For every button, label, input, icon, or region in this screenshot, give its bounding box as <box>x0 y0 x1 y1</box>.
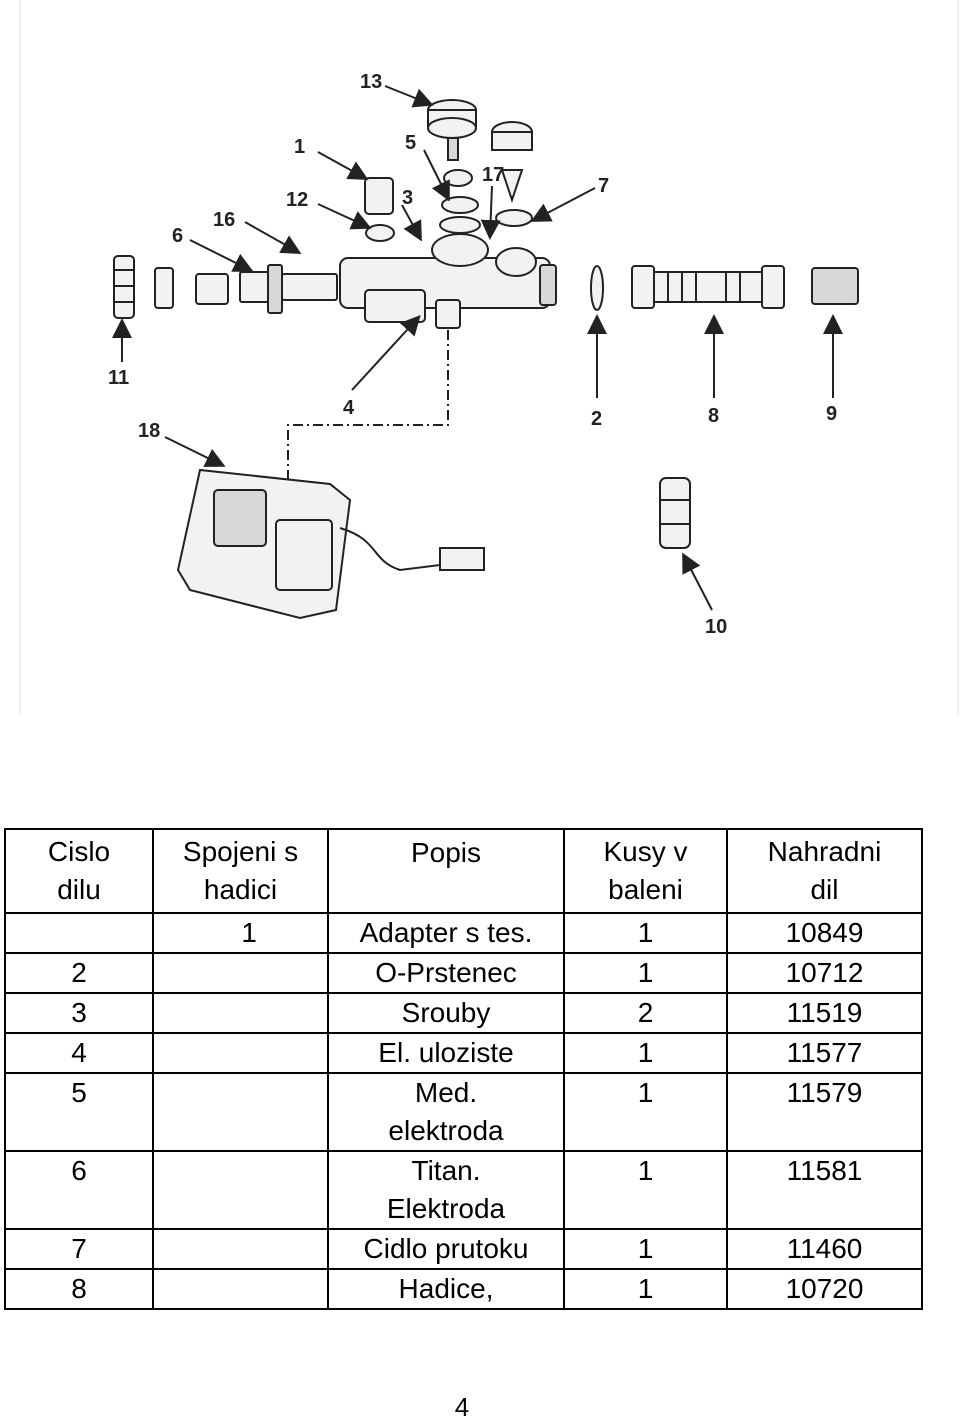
cell-kusy: 1 <box>563 952 728 994</box>
cell-dil: 11460 <box>726 1228 923 1270</box>
part-1-shape <box>364 177 394 215</box>
cell-popis: El. uloziste <box>327 1032 565 1074</box>
part-6-shape <box>195 273 229 305</box>
cell-popis: Titan. Elektroda <box>327 1150 565 1230</box>
callout-2: 2 <box>591 408 602 430</box>
callout-7: 7 <box>598 175 609 197</box>
cell-popis: Med. elektroda <box>327 1072 565 1152</box>
part-10-shape <box>659 477 691 549</box>
cell-spojeni <box>152 1032 329 1074</box>
header-nahradni-dil: Nahradni dil <box>726 828 923 914</box>
callout-4: 4 <box>343 397 355 419</box>
cell-cislo: 8 <box>4 1268 154 1310</box>
cell-cislo: 3 <box>4 992 154 1034</box>
callout-13: 13 <box>360 71 382 93</box>
exploded-parts-diagram: 13 1 5 17 7 12 3 16 6 11 4 2 8 9 18 10 <box>19 0 959 715</box>
cell-popis: Adapter s tes. <box>327 912 565 954</box>
part-2-shape <box>590 265 604 311</box>
callout-10: 10 <box>705 616 727 638</box>
callout-12: 12 <box>286 189 308 211</box>
cell-kusy: 1 <box>563 1072 728 1152</box>
table-row: 7 Cidlo prutoku 1 11460 <box>4 1228 923 1270</box>
cell-popis: Cidlo prutoku <box>327 1228 565 1270</box>
callout-11: 11 <box>108 367 129 389</box>
table-row: 3 Srouby 2 11519 <box>4 992 923 1034</box>
table-row: 8 Hadice, 1 10720 <box>4 1268 923 1310</box>
cell-cislo: 6 <box>4 1150 154 1230</box>
part-8-shape <box>631 265 785 309</box>
part-12-shape <box>365 224 395 242</box>
cell-spojeni <box>152 952 329 994</box>
callout-arrows <box>112 85 843 611</box>
header-cislo-dilu: Cislo dilu <box>4 828 154 914</box>
callout-18: 18 <box>138 420 160 442</box>
cell-dil: 11579 <box>726 1072 923 1152</box>
cell-cislo: 7 <box>4 1228 154 1270</box>
callout-17: 17 <box>482 164 504 186</box>
header-spojeni-s-hadici: Spojeni s hadici <box>152 828 329 914</box>
cell-spojeni <box>152 1150 329 1230</box>
table-header-row: Cislo dilu Spojeni s hadici Popis Kusy v… <box>4 828 923 914</box>
parts-table: Cislo dilu Spojeni s hadici Popis Kusy v… <box>4 828 923 1310</box>
cell-spojeni: 1 <box>152 912 329 954</box>
callout-3: 3 <box>402 187 413 209</box>
part-5-shape <box>439 169 481 234</box>
header-kusy-v-baleni: Kusy v baleni <box>563 828 728 914</box>
part-16-shape <box>239 264 338 314</box>
cell-spojeni <box>152 992 329 1034</box>
table-row: 2 O-Prstenec 1 10712 <box>4 952 923 994</box>
cell-popis: Hadice, <box>327 1268 565 1310</box>
header-popis: Popis <box>327 828 565 914</box>
cell-dil: 11577 <box>726 1032 923 1074</box>
cell-dil: 11581 <box>726 1150 923 1230</box>
page-number: 4 <box>454 1392 470 1422</box>
callout-5: 5 <box>405 132 416 154</box>
callout-6: 6 <box>172 225 183 247</box>
cell-cislo: 4 <box>4 1032 154 1074</box>
cell-spojeni <box>152 1268 329 1310</box>
cell-kusy: 1 <box>563 1228 728 1270</box>
part-9-shape <box>811 267 859 305</box>
table-row: 5 Med. elektroda 1 11579 <box>4 1072 923 1152</box>
part-18-control-box-shape <box>176 468 485 620</box>
cell-spojeni <box>152 1072 329 1152</box>
fitting-shape <box>154 267 174 309</box>
cell-dil: 10712 <box>726 952 923 994</box>
cell-dil: 10720 <box>726 1268 923 1310</box>
cell-cislo: 5 <box>4 1072 154 1152</box>
cell-kusy: 1 <box>563 912 728 954</box>
cell-cislo <box>4 912 154 954</box>
cell-kusy: 2 <box>563 992 728 1034</box>
part-13-shape <box>427 99 477 161</box>
callout-16: 16 <box>213 209 235 231</box>
cell-dil: 11519 <box>726 992 923 1034</box>
cell-cislo: 2 <box>4 952 154 994</box>
valve-body-shape <box>339 233 557 329</box>
cell-popis: O-Prstenec <box>327 952 565 994</box>
callout-9: 9 <box>826 403 837 425</box>
table-row: 1 Adapter s tes. 1 10849 <box>4 912 923 954</box>
table-row: 6 Titan. Elektroda 1 11581 <box>4 1150 923 1230</box>
cell-kusy: 1 <box>563 1268 728 1310</box>
cell-dil: 10849 <box>726 912 923 954</box>
table-row: 4 El. uloziste 1 11577 <box>4 1032 923 1074</box>
cell-popis: Srouby <box>327 992 565 1034</box>
callout-8: 8 <box>708 405 719 427</box>
callout-1: 1 <box>294 136 305 158</box>
cell-kusy: 1 <box>563 1032 728 1074</box>
part-7-shape <box>491 121 533 227</box>
cell-kusy: 1 <box>563 1150 728 1230</box>
cell-spojeni <box>152 1228 329 1270</box>
part-11-shape <box>113 255 135 319</box>
